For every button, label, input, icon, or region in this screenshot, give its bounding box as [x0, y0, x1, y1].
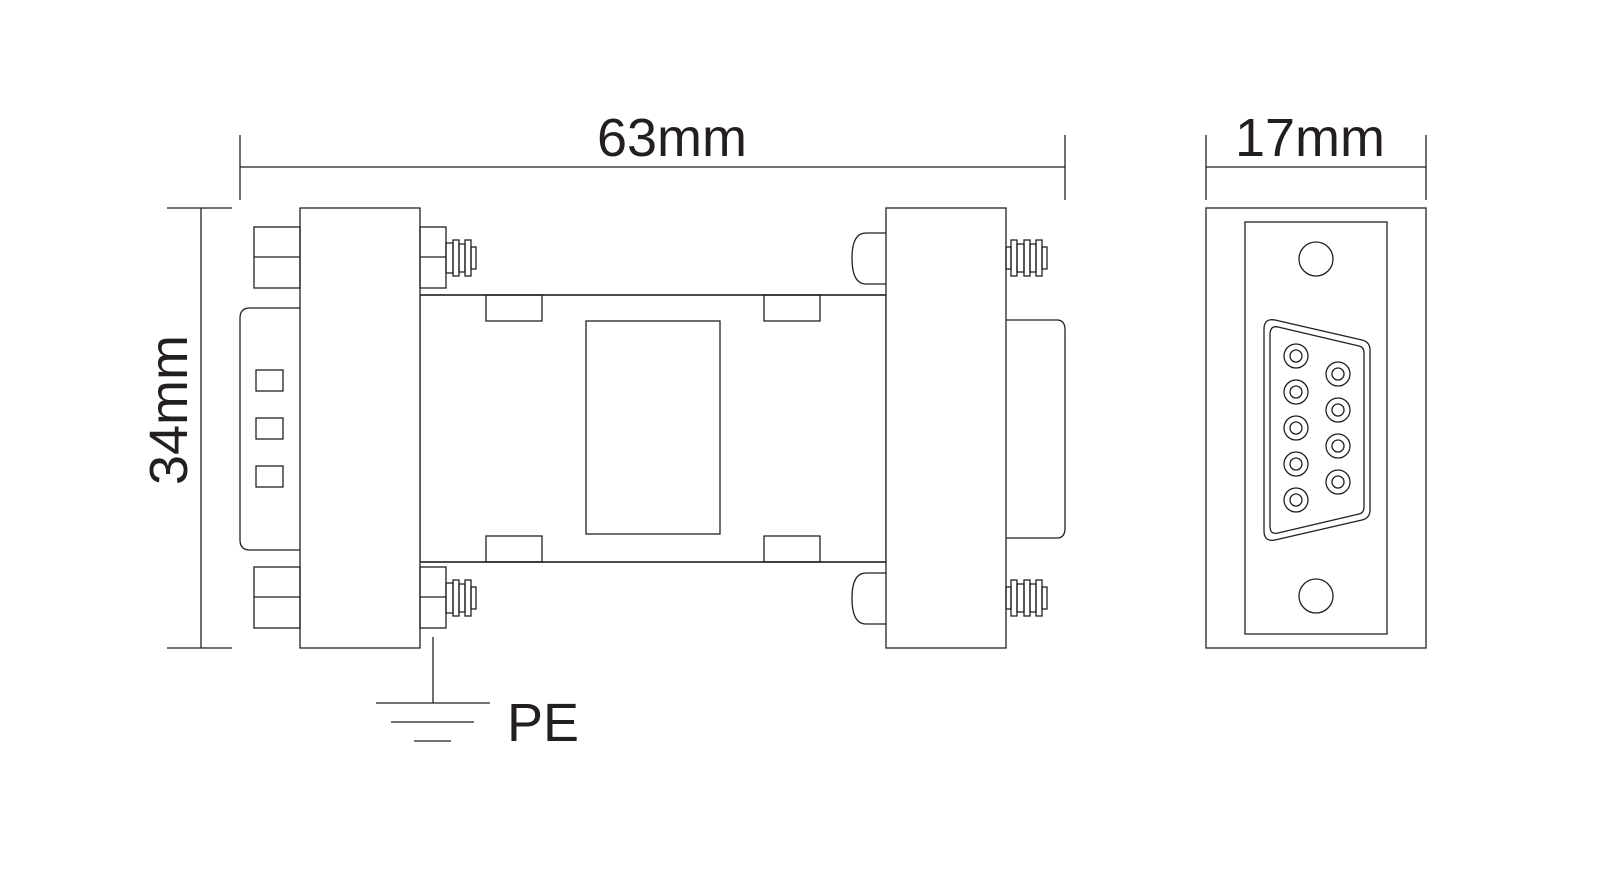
width-dimension-label: 63mm [597, 108, 747, 168]
left-connector-housing [299, 207, 421, 649]
end-view [1205, 207, 1427, 649]
left-bottom-jack-nut [253, 566, 301, 629]
db9-pins [1283, 343, 1351, 513]
pin-2 [1283, 379, 1309, 405]
ground-label: PE [507, 693, 579, 753]
bottom-mounting-hole [1298, 578, 1334, 614]
right-bottom-screw [1005, 579, 1048, 617]
top-mounting-hole [1298, 241, 1334, 277]
pin-9 [1325, 469, 1351, 495]
right-top-grip [851, 232, 886, 285]
db9-shell [1263, 319, 1371, 541]
left-dsub-plug [239, 307, 300, 551]
pin-8 [1325, 433, 1351, 459]
right-bottom-grip [851, 572, 886, 625]
width-dimension: 63mm [239, 108, 1066, 200]
height-dimension-label: 34mm [139, 335, 199, 485]
right-top-screw [1005, 239, 1048, 277]
right-connector-housing [885, 207, 1007, 649]
pin-3 [1283, 415, 1309, 441]
left-top-screw [419, 226, 477, 289]
end-view-faceplate [1244, 221, 1388, 635]
center-module [585, 320, 721, 535]
right-dsub-socket [1006, 319, 1066, 539]
pin-1 [1283, 343, 1309, 369]
depth-dimension: 17mm [1205, 108, 1427, 200]
pin-4 [1283, 451, 1309, 477]
pin-6 [1325, 361, 1351, 387]
ground-symbol: PE [376, 637, 579, 753]
left-bottom-screw [419, 566, 477, 629]
left-top-jack-nut [253, 226, 301, 289]
height-dimension: 34mm [139, 207, 232, 649]
side-view [239, 207, 1066, 649]
pin-7 [1325, 397, 1351, 423]
end-view-outline [1205, 207, 1427, 649]
depth-dimension-label: 17mm [1235, 108, 1385, 168]
pin-5 [1283, 487, 1309, 513]
